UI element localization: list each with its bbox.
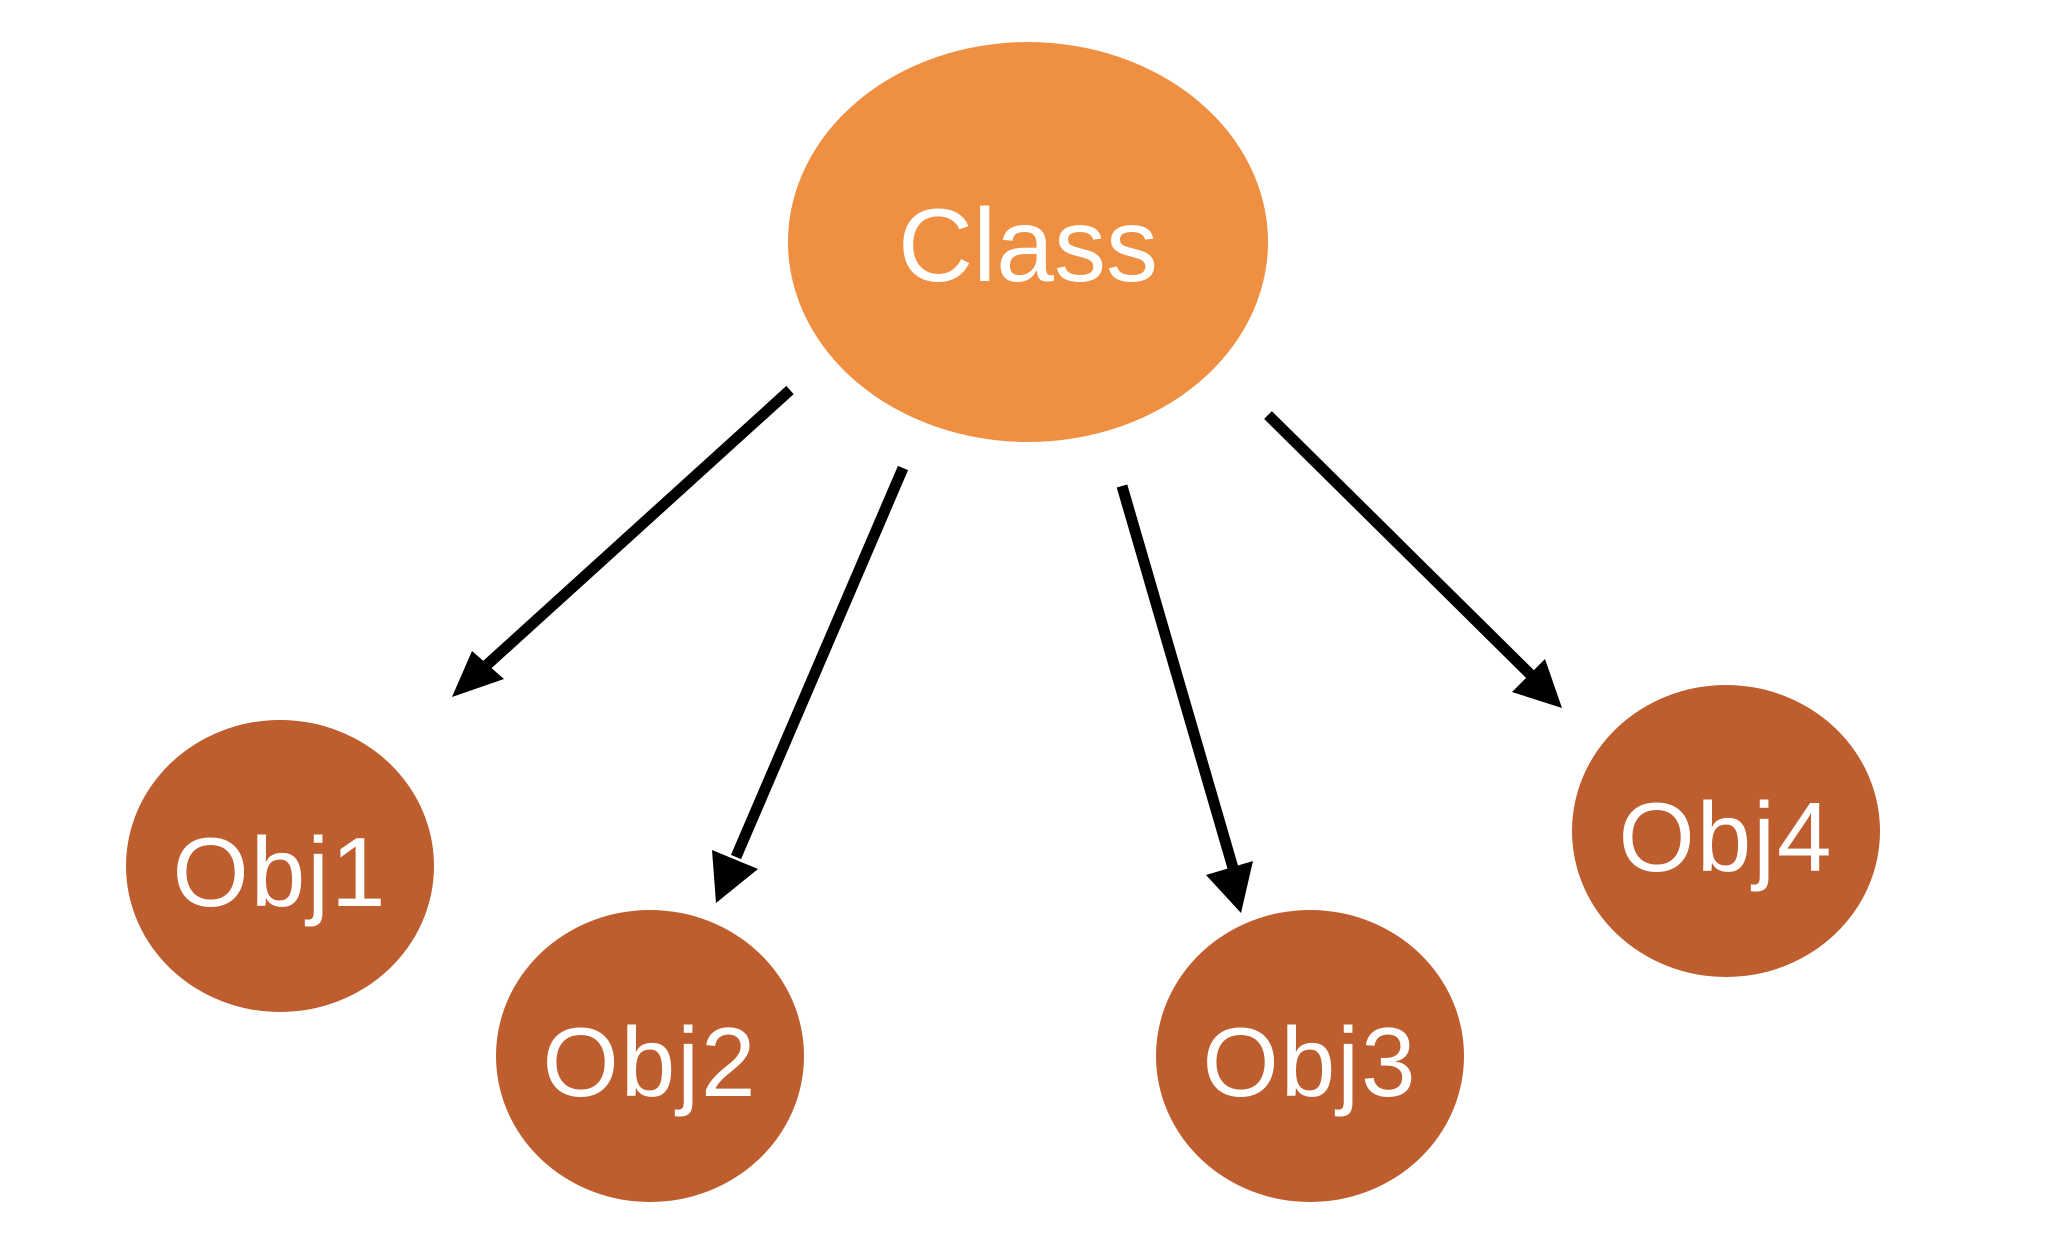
node-obj4-label: Obj4 — [1618, 782, 1833, 892]
node-obj3-shape — [1156, 910, 1464, 1202]
node-obj4-shape — [1572, 685, 1880, 977]
edge-class-obj2-line — [730, 465, 909, 860]
edge-class-obj4 — [1264, 411, 1562, 708]
node-obj2-label: Obj2 — [542, 1007, 757, 1117]
edge-class-obj3-line — [1116, 484, 1239, 870]
node-obj2: Obj2 — [496, 910, 804, 1202]
node-obj2-shape — [496, 910, 804, 1202]
edge-class-obj2-arrowhead — [712, 850, 758, 903]
edge-class-obj3-arrowhead — [1206, 861, 1253, 913]
node-class-shape — [788, 42, 1268, 442]
node-class: Class — [788, 42, 1268, 442]
edge-class-obj3 — [1116, 484, 1253, 913]
edge-class-obj1 — [452, 385, 794, 697]
node-obj1-label: Obj1 — [172, 817, 387, 927]
edge-class-obj4-line — [1264, 411, 1540, 684]
node-obj3: Obj3 — [1156, 910, 1464, 1202]
edge-class-obj1-line — [474, 385, 794, 678]
edge-class-obj2 — [712, 465, 909, 903]
node-obj3-label: Obj3 — [1202, 1007, 1417, 1117]
node-class-label: Class — [898, 188, 1158, 304]
node-obj4: Obj4 — [1572, 685, 1880, 977]
edge-class-obj1-arrowhead — [452, 651, 504, 697]
node-obj1-shape — [126, 720, 434, 1012]
edge-class-obj4-arrowhead — [1512, 659, 1562, 708]
node-obj1: Obj1 — [126, 720, 434, 1012]
